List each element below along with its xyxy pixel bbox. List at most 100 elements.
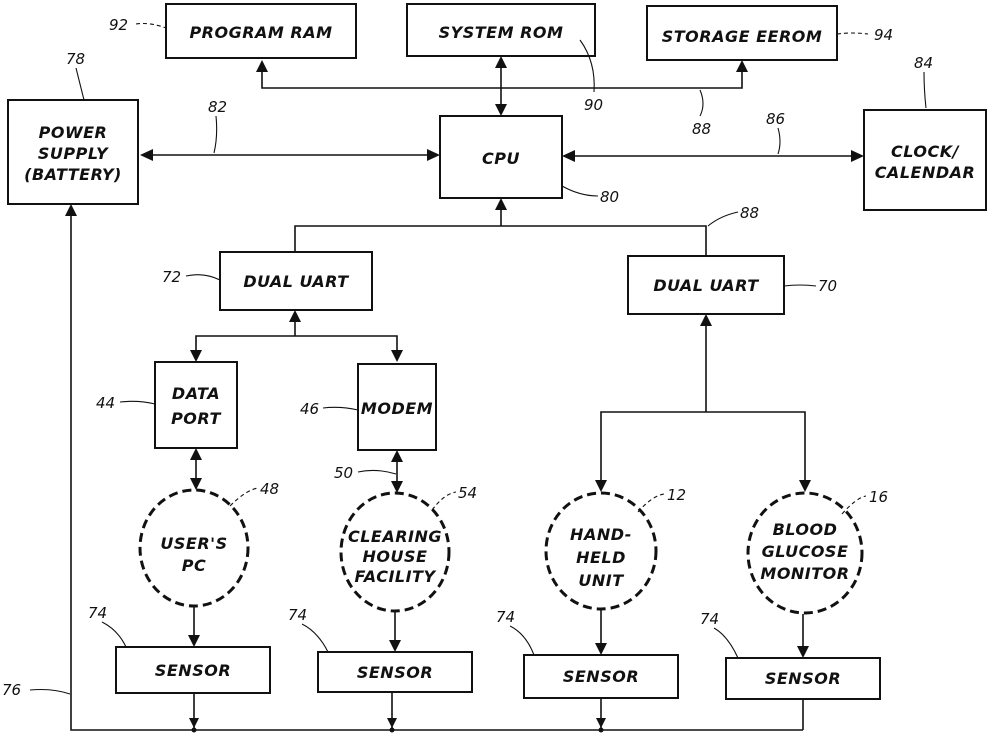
sensor-block-1: SENSOR	[116, 647, 270, 693]
leader-54	[432, 492, 456, 510]
ref-12: 12	[667, 486, 686, 504]
sensor-block-3: SENSOR	[524, 655, 678, 698]
ref-50: 50	[334, 464, 353, 482]
leader-88-mem	[700, 90, 703, 116]
ref-54: 54	[458, 484, 477, 502]
ref-80: 80	[600, 188, 619, 206]
power-supply-block: POWER SUPPLY (BATTERY)	[8, 100, 138, 204]
ref-72: 72	[162, 268, 181, 286]
storage-eerom-block: STORAGE EEROM	[647, 6, 837, 60]
leader-44	[120, 401, 155, 404]
junction-dot-1	[192, 728, 197, 733]
clearing-house-label-2: HOUSE	[363, 547, 428, 566]
ref-46: 46	[300, 400, 319, 418]
program-ram-label: PROGRAM RAM	[189, 23, 332, 42]
leader-76	[30, 690, 70, 695]
cpu-label: CPU	[482, 149, 520, 168]
glucose-monitor-label-3: MONITOR	[760, 564, 849, 583]
leader-74-1	[102, 622, 126, 647]
dual-uart-left-block: DUAL UART	[220, 252, 372, 310]
power-supply-label-2: SUPPLY	[38, 144, 109, 163]
arrow-down-glucose-monitor	[799, 480, 811, 492]
ref-76: 76	[2, 681, 21, 699]
arrow-down-users-pc	[190, 478, 202, 490]
dual-uart-right-label: DUAL UART	[653, 276, 759, 295]
ref-74-4: 74	[700, 610, 719, 628]
system-rom-block: SYSTEM ROM	[407, 4, 595, 56]
arrow-up-uart-right	[700, 314, 712, 326]
leader-46	[323, 407, 358, 410]
leader-74-2	[302, 624, 328, 652]
users-pc-device: USER'S PC	[140, 490, 248, 606]
glucose-monitor-label-1: BLOOD	[773, 520, 838, 539]
data-port-label-2: PORT	[171, 409, 221, 428]
leader-50	[358, 470, 396, 474]
power-supply-label-3: (BATTERY)	[24, 165, 122, 184]
sensor-label-1: SENSOR	[155, 661, 231, 680]
ref-94: 94	[874, 26, 893, 44]
leader-88-uart	[708, 212, 738, 226]
ref-74-1: 74	[88, 604, 107, 622]
leader-82	[214, 116, 217, 153]
arrow-up-modem	[391, 450, 403, 462]
arrow-down-sensor-2	[389, 640, 401, 652]
arrow-down-bus-1	[189, 718, 199, 728]
arrow-down-data-port	[190, 350, 202, 362]
sensor-label-3: SENSOR	[563, 667, 639, 686]
hand-held-label-3: UNIT	[578, 571, 624, 590]
power-supply-label-1: POWER	[39, 123, 108, 142]
data-port-label-1: DATA	[172, 384, 220, 403]
modem-label: MODEM	[361, 399, 433, 418]
arrow-up-data-port	[190, 448, 202, 460]
leader-70	[784, 285, 816, 286]
ref-48: 48	[260, 480, 279, 498]
leader-74-4	[714, 628, 738, 658]
users-pc-label-1: USER'S	[160, 534, 227, 553]
leader-72	[186, 275, 220, 280]
arrow-down-sensor-4	[797, 646, 809, 658]
hand-held-label-2: HELD	[576, 548, 626, 567]
ref-88-uart: 88	[740, 204, 759, 222]
ref-16: 16	[869, 488, 888, 506]
clock-calendar-label-2: CALENDAR	[875, 163, 976, 182]
arrow-down-bus-3	[596, 718, 606, 728]
storage-eerom-label: STORAGE EEROM	[662, 27, 823, 46]
arrow-down-sensor-3	[595, 643, 607, 655]
ref-82: 82	[208, 98, 227, 116]
ref-90: 90	[584, 96, 603, 114]
data-port-block: DATA PORT	[155, 362, 237, 448]
arrow-up-program-ram	[256, 60, 268, 72]
leader-92	[136, 24, 166, 29]
leader-94	[837, 33, 868, 34]
leader-74-3	[510, 626, 534, 655]
arrow-right-clock	[851, 150, 864, 162]
clock-calendar-block: CLOCK/ CALENDAR	[864, 110, 986, 210]
leader-48	[230, 488, 258, 506]
sensor-label-4: SENSOR	[765, 669, 841, 688]
uart-left-branch	[196, 336, 397, 360]
junction-dot-2	[390, 728, 395, 733]
dual-uart-left-label: DUAL UART	[243, 272, 349, 291]
clock-calendar-label-1: CLOCK/	[891, 142, 960, 161]
leader-84	[924, 72, 926, 108]
arrow-down-cpu-from-rom	[495, 104, 507, 116]
ref-84: 84	[914, 54, 933, 72]
ref-74-2: 74	[288, 606, 307, 624]
arrow-down-bus-2	[387, 718, 397, 728]
arrow-right-cpu-from-power	[427, 149, 440, 161]
arrow-up-system-rom	[495, 56, 507, 68]
memory-bus-line	[262, 72, 742, 88]
users-pc-label-2: PC	[182, 556, 206, 575]
cpu-block: CPU	[440, 116, 562, 198]
clearing-house-device: CLEARING HOUSE FACILITY	[341, 493, 449, 611]
leader-80	[562, 186, 598, 196]
arrow-up-power-supply	[65, 204, 77, 216]
ref-78: 78	[66, 50, 85, 68]
leader-12	[638, 494, 664, 512]
sensor-block-4: SENSOR	[726, 658, 880, 699]
junction-dot-3	[599, 728, 604, 733]
hand-held-label-1: HAND-	[570, 525, 632, 544]
arrow-down-hand-held	[595, 480, 607, 492]
ref-88-mem: 88	[692, 120, 711, 138]
